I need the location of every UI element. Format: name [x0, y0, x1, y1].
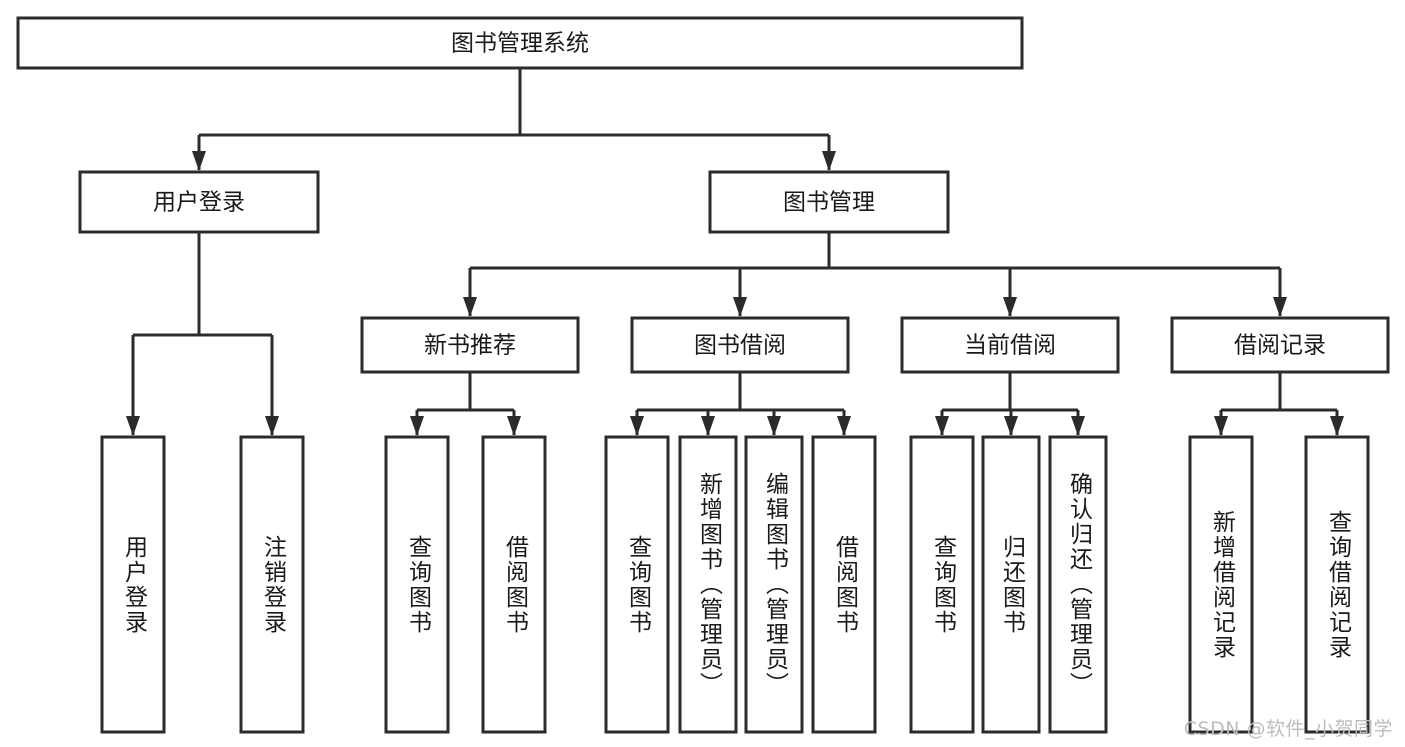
arrow-head-icon-level2-0: [192, 151, 206, 171]
node-box-leaf-edit-book[interactable]: [744, 435, 804, 734]
node-box-leaf-return-book[interactable]: [981, 435, 1041, 734]
arrow-head-icon-level3-3: [1273, 297, 1287, 317]
arrow-head-icon-leaf-borrow-book-2: [837, 416, 851, 436]
arrow-head-icon-level3-0: [463, 297, 477, 317]
node-box-leaf-query-book-1[interactable]: [384, 435, 450, 734]
arrow-head-icon-leaf-query-book-2: [630, 416, 644, 436]
node-label-borrow-record: 借阅记录: [1234, 333, 1326, 359]
boxes-layer: [16, 16, 1390, 734]
node-label-book-manage: 图书管理: [783, 190, 875, 216]
node-box-leaf-confirm-return[interactable]: [1048, 435, 1108, 734]
arrow-head-icon-leaf-add-book: [701, 416, 715, 436]
node-box-leaf-query-book-2[interactable]: [604, 435, 670, 734]
arrow-head-icon-leaf-confirm-return: [1071, 416, 1085, 436]
arrow-head-icon-leaf-user-login: [126, 416, 140, 436]
node-label-new-book-rec: 新书推荐: [424, 333, 516, 359]
node-box-leaf-query-book-3[interactable]: [909, 435, 975, 734]
connectors-layer: [126, 68, 1344, 436]
node-box-book-borrow[interactable]: [630, 316, 850, 374]
watermark-text: CSDN @软件_小贺同学: [1183, 718, 1393, 740]
arrow-head-icon-leaf-query-book-1: [410, 416, 424, 436]
node-box-leaf-user-login[interactable]: [100, 435, 166, 734]
node-box-leaf-query-record[interactable]: [1304, 435, 1370, 734]
node-box-book-manage[interactable]: [708, 170, 950, 234]
arrow-head-icon-level2-1: [822, 151, 836, 171]
arrow-head-icon-leaf-return-book: [1004, 416, 1018, 436]
node-label-user-login: 用户登录: [153, 190, 245, 216]
node-label-current-borrow: 当前借阅: [964, 333, 1056, 359]
arrow-head-icon-level3-1: [733, 297, 747, 317]
arrow-head-icon-leaf-add-record: [1214, 416, 1228, 436]
node-box-leaf-logout[interactable]: [239, 435, 305, 734]
arrow-head-icon-level3-2: [1003, 297, 1017, 317]
arrow-head-icon-leaf-logout: [265, 416, 279, 436]
arrow-head-icon-leaf-query-book-3: [935, 416, 949, 436]
node-box-leaf-add-book[interactable]: [678, 435, 738, 734]
arrow-head-icon-leaf-edit-book: [767, 416, 781, 436]
node-box-user-login[interactable]: [78, 170, 320, 234]
node-box-leaf-borrow-book-2[interactable]: [811, 435, 877, 734]
node-box-leaf-add-record[interactable]: [1188, 435, 1254, 734]
arrow-head-icon-leaf-query-record: [1330, 416, 1344, 436]
node-label-book-borrow: 图书借阅: [694, 333, 786, 359]
node-box-borrow-record[interactable]: [1170, 316, 1390, 374]
node-box-root[interactable]: [16, 16, 1024, 70]
node-label-root: 图书管理系统: [451, 31, 589, 57]
node-box-new-book-rec[interactable]: [360, 316, 580, 374]
arrow-head-icon-leaf-borrow-book-1: [507, 416, 521, 436]
node-box-leaf-borrow-book-1[interactable]: [481, 435, 547, 734]
node-box-current-borrow[interactable]: [900, 316, 1120, 374]
